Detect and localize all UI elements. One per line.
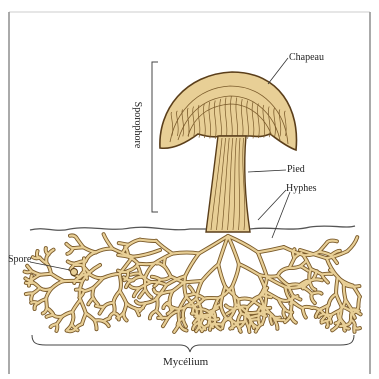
hypha-branch-fill — [131, 273, 141, 274]
hypha-branch-fill — [164, 258, 165, 267]
mycelium-bracket — [32, 335, 354, 352]
hypha-branch-fill — [96, 306, 104, 307]
chapeau-leader — [268, 58, 288, 84]
hypha-branch-fill — [187, 306, 196, 307]
sporophore-bracket — [152, 62, 158, 212]
hypha-branch-fill — [104, 234, 113, 249]
hypha-branch-fill — [324, 314, 331, 315]
hypha-branch-fill — [202, 264, 219, 281]
hypha-branch-fill — [291, 302, 292, 315]
label-pied: Pied — [287, 165, 305, 175]
hypha-branch-fill — [73, 247, 83, 248]
hyphes-leader-2 — [272, 192, 290, 238]
hypha-branch-fill — [351, 310, 352, 319]
hypha-branch-fill — [172, 252, 199, 253]
hypha-branch-fill — [312, 279, 322, 280]
hypha-branch-fill — [265, 292, 266, 306]
hypha-branch-fill — [247, 312, 258, 313]
hypha-branch-fill — [322, 274, 332, 275]
hypha-branch-fill — [288, 284, 299, 285]
label-sporophore: Sporophore — [132, 90, 142, 160]
label-chapeau: Chapeau — [289, 53, 324, 63]
label-spore: Spore — [8, 255, 31, 265]
hypha-branch-fill — [140, 240, 156, 241]
hypha-branch-fill — [138, 264, 154, 265]
hypha-branch-fill — [114, 303, 115, 313]
hypha-branch-fill — [172, 283, 183, 292]
spore-dot — [71, 269, 78, 276]
hypha-branch-fill — [204, 298, 218, 299]
stipe-shape — [206, 136, 250, 232]
hypha-branch-fill — [40, 274, 51, 275]
hypha-branch-fill — [46, 299, 47, 308]
hypha-branch-fill — [278, 268, 290, 276]
hypha-branch-fill — [195, 316, 204, 317]
hypha-branch-fill — [26, 293, 33, 294]
hypha-branch-fill — [185, 254, 199, 277]
hypha-branch-fill — [210, 319, 219, 320]
ground-line — [30, 226, 355, 230]
label-mycelium: Mycélium — [163, 357, 208, 368]
hypha-branch-fill — [312, 292, 322, 293]
hyphes-leader-1 — [258, 190, 286, 220]
pied-leader — [248, 170, 286, 172]
hypha-branch-fill — [31, 302, 38, 303]
hypha-branch-fill — [184, 281, 202, 283]
hypha-branch-fill — [259, 315, 260, 324]
label-hyphes: Hyphes — [286, 184, 317, 194]
hypha-branch-fill — [285, 287, 301, 288]
hypha-branch-fill — [239, 264, 260, 275]
